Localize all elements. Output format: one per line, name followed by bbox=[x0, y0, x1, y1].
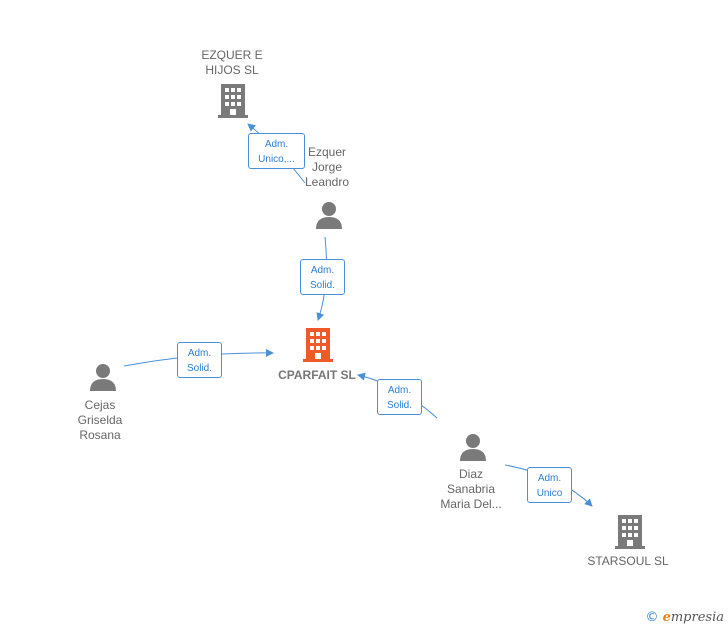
person-icon[interactable] bbox=[88, 362, 118, 392]
relation-label[interactable]: Adm. Solid. bbox=[177, 342, 222, 378]
building-icon[interactable] bbox=[615, 515, 645, 549]
person-icon[interactable] bbox=[314, 200, 344, 230]
relation-label[interactable]: Adm. Unico,... bbox=[248, 133, 305, 169]
relation-label[interactable]: Adm. Solid. bbox=[377, 379, 422, 415]
node-label-diaz[interactable]: Diaz Sanabria Maria Del... bbox=[440, 467, 502, 511]
relation-label[interactable]: Adm. Solid. bbox=[300, 259, 345, 295]
building-icon[interactable] bbox=[218, 84, 248, 118]
relation-label[interactable]: Adm. Unico bbox=[527, 467, 572, 503]
node-label-ezquer-hijos[interactable]: EZQUER E HIJOS SL bbox=[201, 48, 263, 77]
brand-initial: e bbox=[662, 610, 671, 625]
person-icon[interactable] bbox=[458, 432, 488, 462]
brand-logo: © empresia bbox=[645, 610, 724, 625]
node-label-starsoul[interactable]: STARSOUL SL bbox=[587, 554, 669, 568]
brand-name: mpresia bbox=[670, 610, 724, 625]
node-label-cparfait[interactable]: CPARFAIT SL bbox=[278, 368, 356, 382]
node-label-ezquer-jorge[interactable]: Ezquer Jorge Leandro bbox=[304, 145, 350, 189]
copyright-icon: © bbox=[645, 610, 659, 625]
building-icon[interactable] bbox=[303, 328, 333, 362]
node-label-cejas[interactable]: Cejas Griselda Rosana bbox=[77, 398, 123, 442]
